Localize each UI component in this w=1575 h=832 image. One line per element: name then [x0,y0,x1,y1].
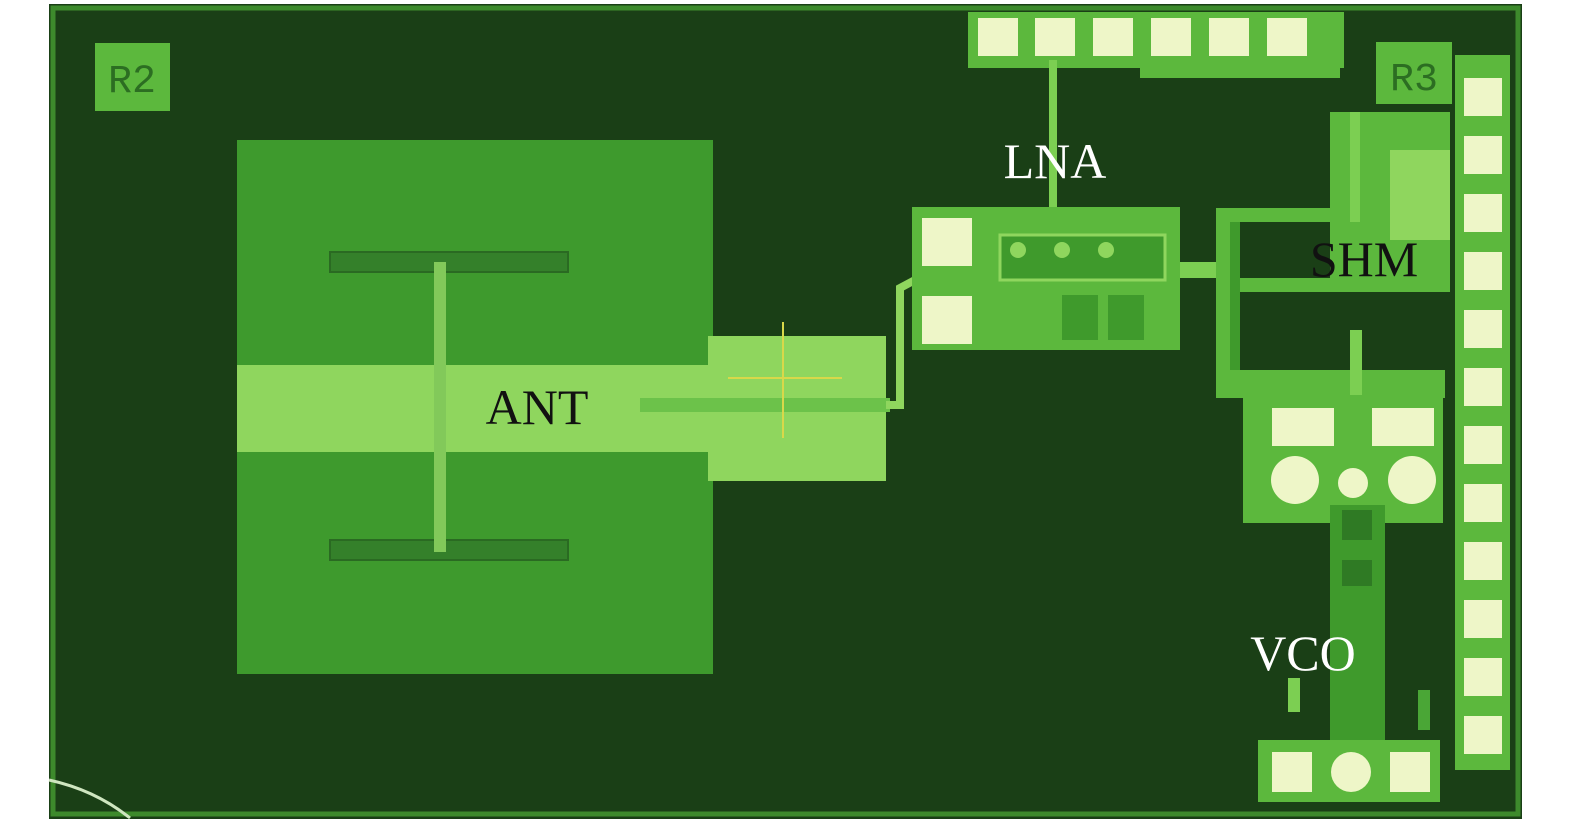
antenna-lower-slot [329,539,569,561]
top-pad [1035,18,1075,56]
vco-pad [1272,408,1334,446]
side-pad [1464,194,1502,232]
lna-pad [922,296,972,344]
shm-label: SHM [1310,231,1418,287]
lna-capacitor [1062,295,1098,340]
bottom-pad [1272,752,1312,792]
side-pad [1464,716,1502,754]
top-pad [1151,18,1191,56]
r3-text: R3 [1390,58,1438,103]
side-pad [1464,484,1502,522]
antenna [237,140,917,674]
antenna-vertical-bar [434,262,446,552]
edge-artifact [48,778,131,820]
side-pad [1464,136,1502,174]
side-pad [1464,600,1502,638]
vco-via [1388,456,1436,504]
lna-transistors [998,233,1167,282]
side-pad [1464,78,1502,116]
vco-via [1338,468,1368,498]
bottom-pad [1331,752,1371,792]
vco-via [1271,456,1319,504]
right-pad-column [1455,55,1510,770]
antenna-upper-slot [329,251,569,273]
top-pad [1267,18,1307,56]
lna-capacitor [1108,295,1144,340]
shm-coupled-line [1216,208,1230,398]
lna-block [912,207,1225,350]
top-pad [1093,18,1133,56]
lna-label: LNA [1004,133,1107,189]
top-pad [978,18,1018,56]
lna-output-line [1180,262,1225,278]
bottom-pad [1390,752,1430,792]
r3-marking: R3 [1376,42,1452,104]
antenna-lower-patch [237,452,713,674]
top-pad [1209,18,1249,56]
vco-core [1330,505,1385,740]
vco-block [1243,395,1443,802]
seal-ring [50,5,1521,817]
ant-label: ANT [486,379,589,435]
side-pad [1464,658,1502,696]
shm-block [1216,112,1450,410]
feed-transition [886,276,917,409]
side-pad [1464,252,1502,290]
vco-label: VCO [1250,625,1356,681]
lna-bias-line [1049,60,1057,212]
r2-marking: R2 [95,43,170,111]
r2-text: R2 [108,60,156,105]
side-pad [1464,368,1502,406]
vco-pad [1372,408,1434,446]
side-pad [1464,542,1502,580]
top-pad-row [968,12,1344,212]
antenna-center-strip [237,365,713,452]
side-pad [1464,310,1502,348]
lna-pad [922,218,972,266]
side-pad [1464,426,1502,464]
feed-line [640,398,890,412]
